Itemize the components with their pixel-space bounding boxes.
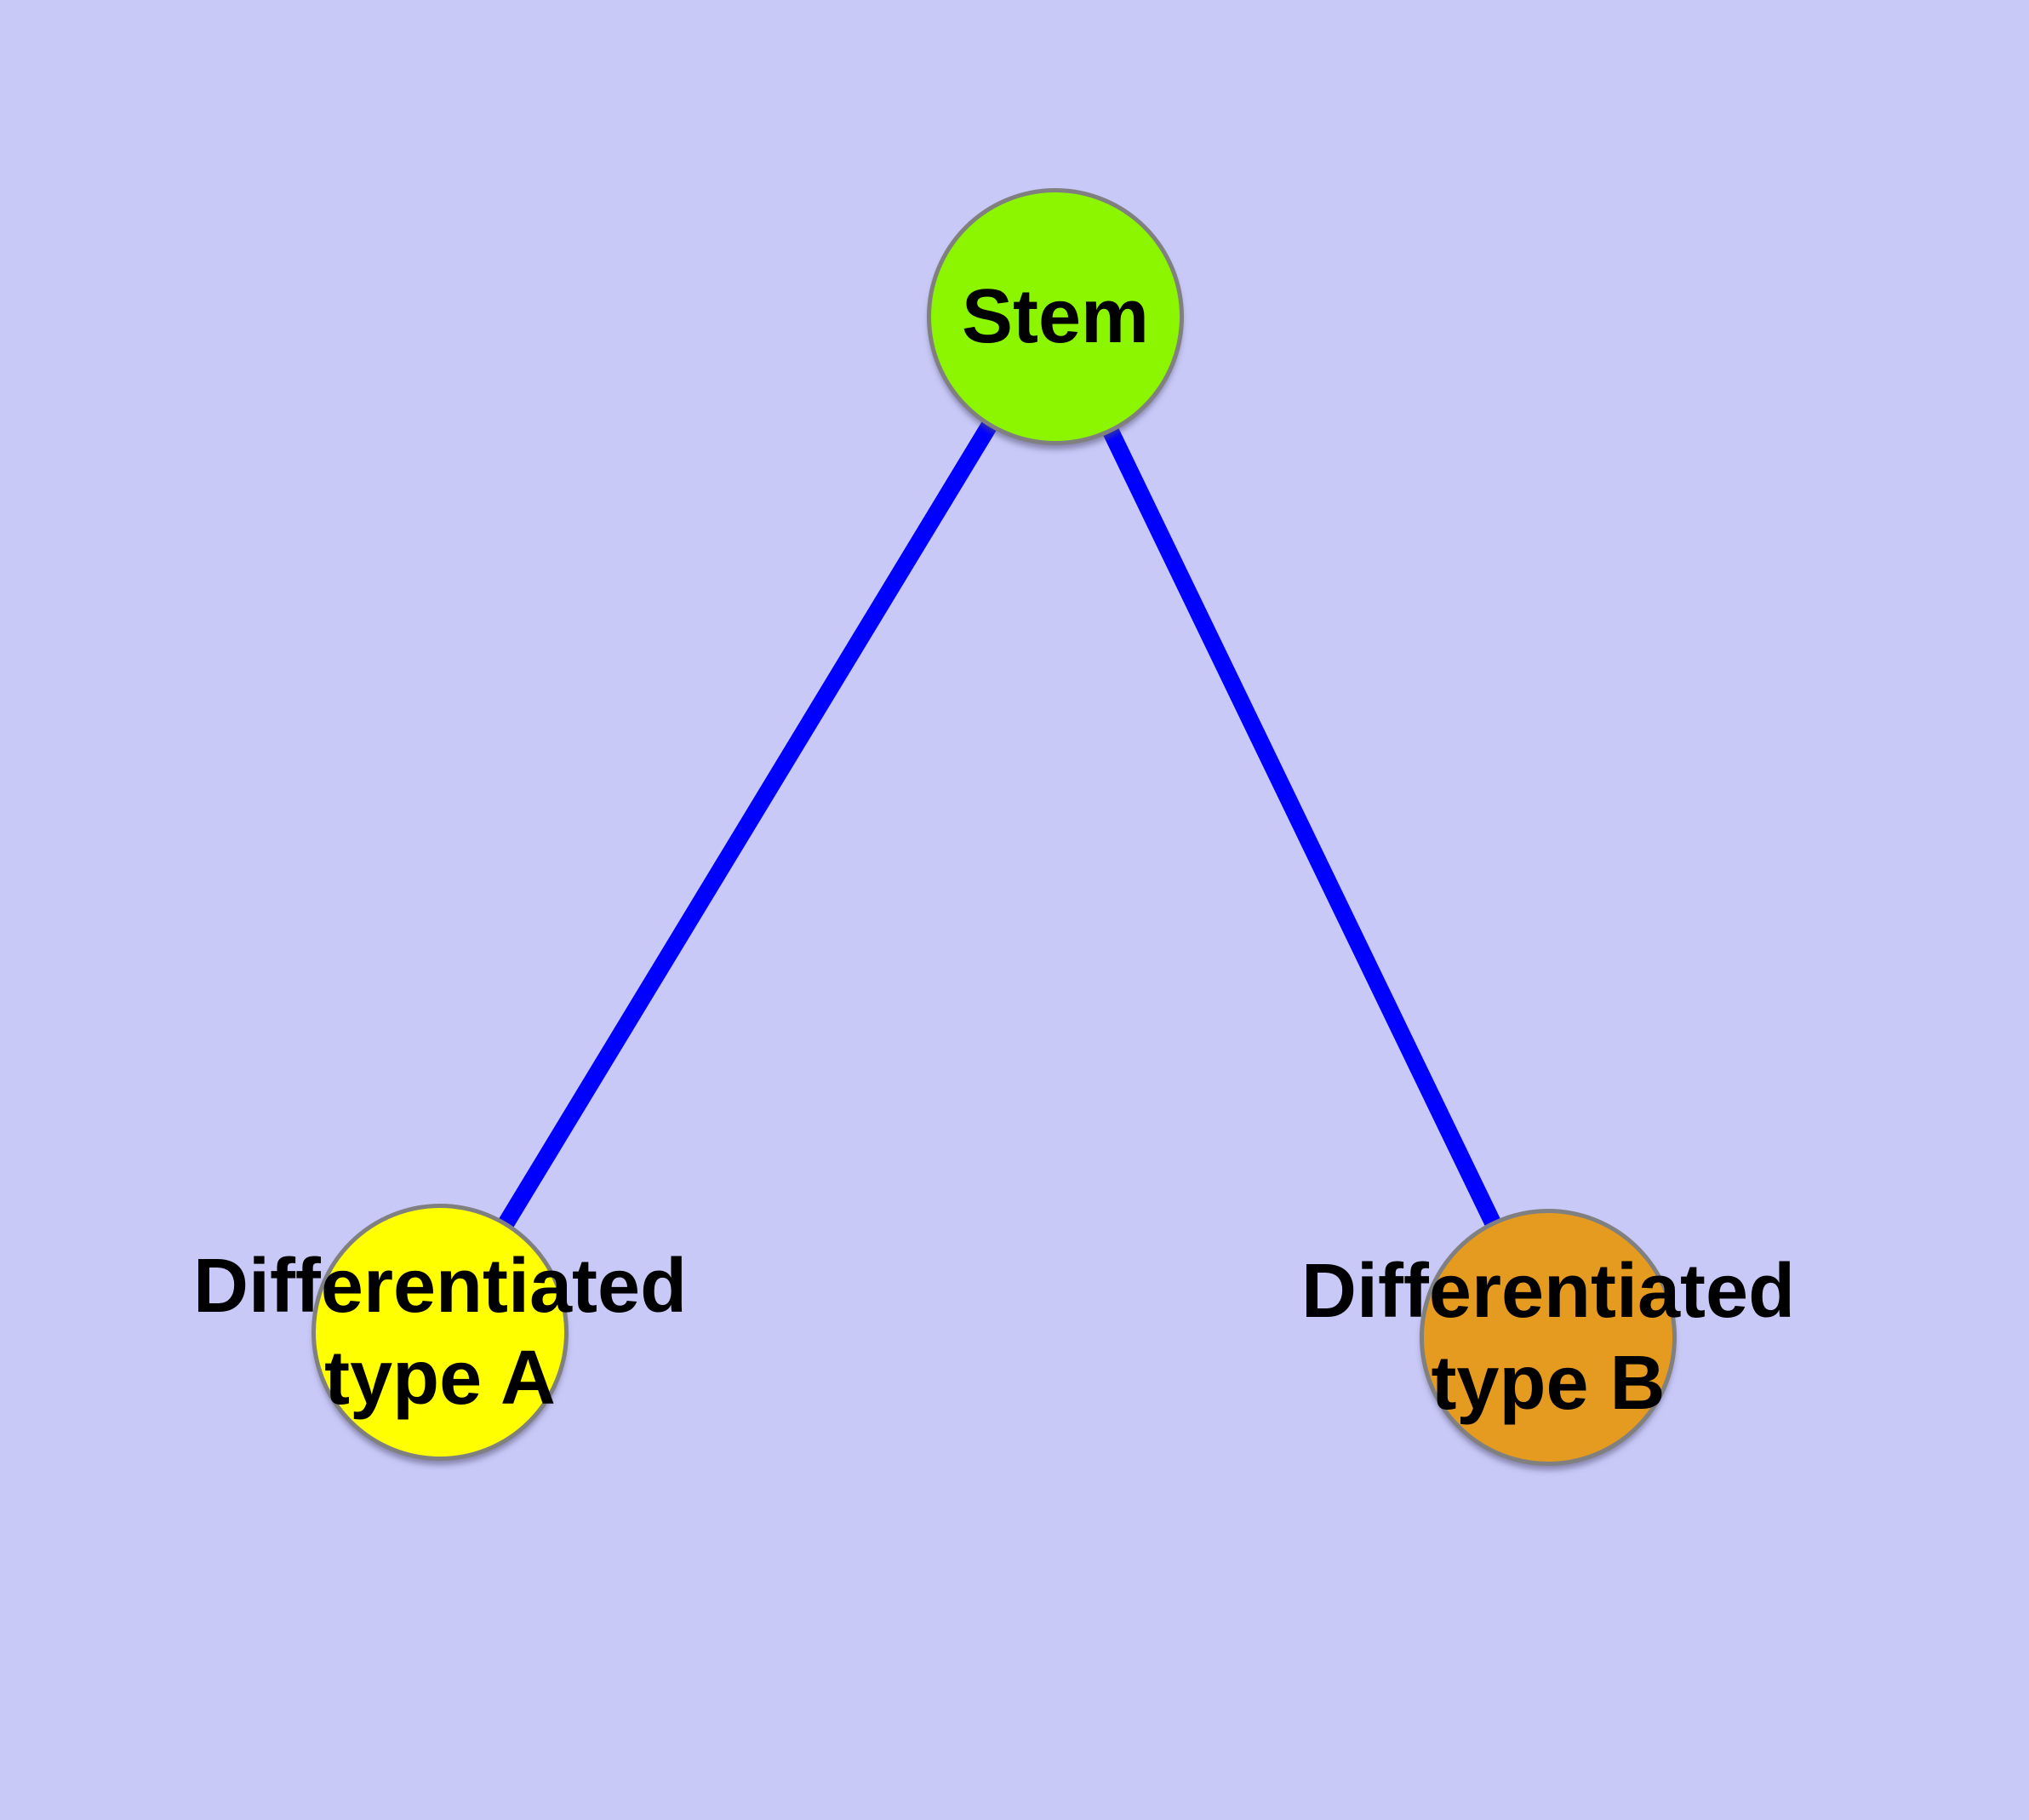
node-differentiated-type-a[interactable] <box>311 1204 569 1461</box>
edge-stem-to-type-a <box>432 312 1063 1337</box>
node-stem[interactable] <box>927 188 1184 445</box>
edge-stem-to-type-b <box>1047 312 1557 1342</box>
node-differentiated-type-b[interactable] <box>1420 1209 1677 1466</box>
